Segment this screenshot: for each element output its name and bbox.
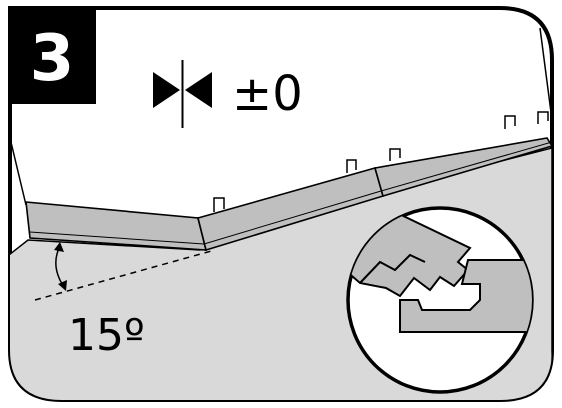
detail-circle bbox=[346, 206, 534, 394]
angle-guide bbox=[34, 242, 216, 301]
butt-joint-arrows-icon bbox=[153, 60, 212, 128]
step-badge: 3 bbox=[10, 8, 96, 104]
wall-edges bbox=[10, 27, 552, 206]
gap-value: ±0 bbox=[232, 66, 303, 122]
board-right bbox=[373, 137, 552, 197]
step-number: 3 bbox=[30, 22, 75, 96]
spacer-tabs bbox=[213, 111, 549, 212]
angle-value: 15º bbox=[68, 310, 145, 361]
flat-board-profile bbox=[399, 259, 532, 333]
